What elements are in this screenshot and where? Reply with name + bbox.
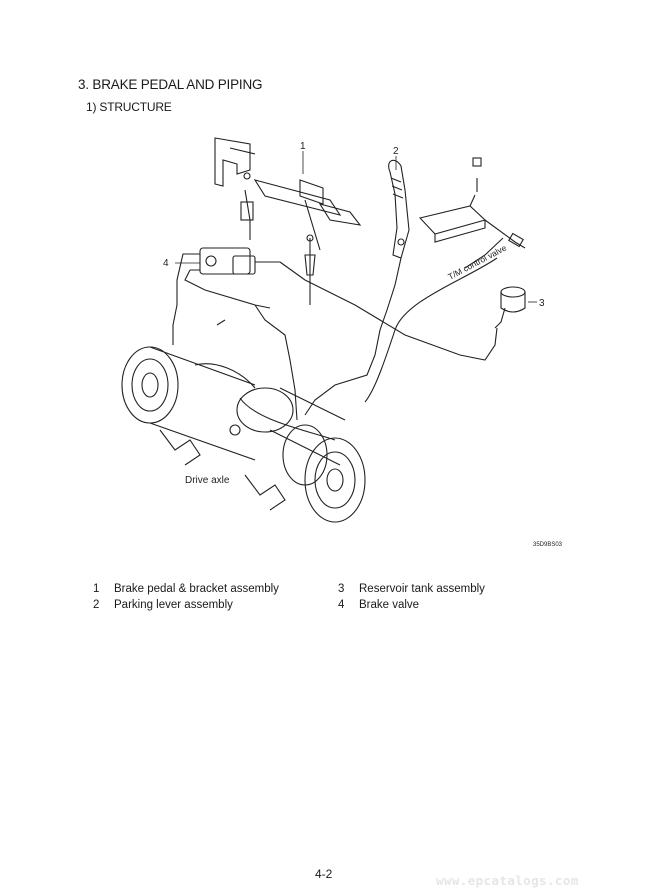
- drive-axle-label: Drive axle: [185, 475, 230, 486]
- callout-4: 4: [163, 258, 169, 269]
- legend-text: Brake valve: [359, 599, 420, 611]
- brake-valve: [190, 247, 280, 275]
- legend-text: Reservoir tank assembly: [359, 583, 485, 595]
- legend-item: 4 Brake valve: [338, 597, 485, 613]
- parking-lever: [388, 159, 410, 259]
- legend-text: Brake pedal & bracket assembly: [114, 583, 279, 595]
- legend-right: 3 Reservoir tank assembly 4 Brake valve: [338, 581, 485, 613]
- legend-number: 3: [338, 583, 345, 595]
- sub-title: 1) STRUCTURE: [86, 100, 172, 114]
- legend-text: Parking lever assembly: [114, 599, 233, 611]
- page-number: 4-2: [315, 867, 333, 881]
- callout-3: 3: [539, 298, 545, 309]
- legend-number: 2: [93, 599, 100, 611]
- callout-1: 1: [300, 141, 306, 152]
- legend-left: 1 Brake pedal & bracket assembly 2 Parki…: [93, 581, 279, 613]
- legend-number: 1: [93, 583, 100, 595]
- brake-piping-diagram: 1 2 3 4 Drive axle T/M control valve 35D…: [121, 137, 563, 548]
- section-title: 3. BRAKE PEDAL AND PIPING: [78, 77, 263, 92]
- callout-2: 2: [393, 146, 399, 157]
- legend-number: 4: [338, 599, 345, 611]
- legend-item: 2 Parking lever assembly: [93, 597, 279, 613]
- legend-item: 3 Reservoir tank assembly: [338, 581, 485, 597]
- legend-item: 1 Brake pedal & bracket assembly: [93, 581, 279, 597]
- watermark: www.epcatalogs.com: [436, 873, 579, 888]
- reservoir-tank: [494, 286, 526, 329]
- figure-code: 35D9BS03: [533, 542, 563, 548]
- tm-valve-label: T/M control valve: [446, 242, 508, 281]
- tm-control-valve: [418, 157, 526, 249]
- drive-axle-drawing: [121, 346, 366, 523]
- brake-pedal-bracket: [214, 137, 362, 251]
